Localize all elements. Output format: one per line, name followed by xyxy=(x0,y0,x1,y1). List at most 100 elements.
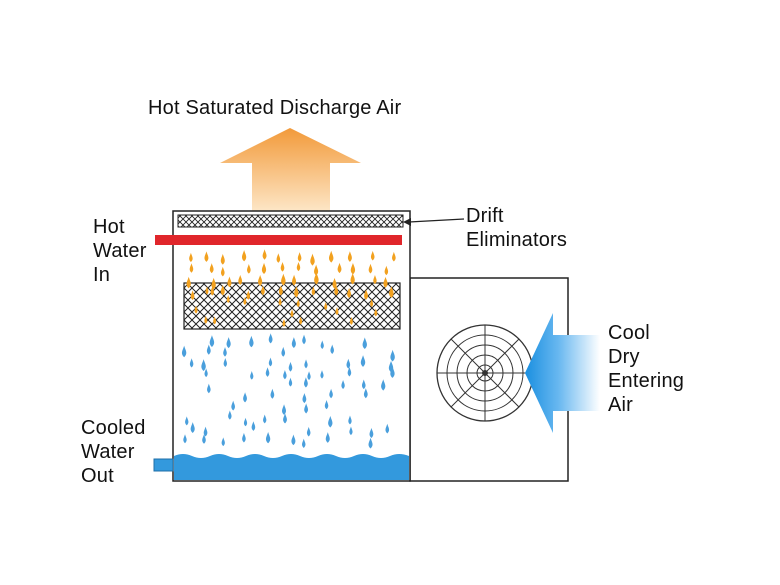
drift-eliminators-label: Drift Eliminators xyxy=(466,204,567,252)
water-droplet xyxy=(228,410,232,420)
water-droplet xyxy=(270,388,275,399)
water-droplet xyxy=(330,344,334,354)
water-droplet xyxy=(302,438,306,449)
drift-eliminator-leader xyxy=(408,218,465,223)
hot-water-in-label-line: In xyxy=(93,264,111,286)
water-droplet xyxy=(242,432,246,443)
water-droplet xyxy=(329,388,333,399)
water-droplet xyxy=(204,315,208,324)
cool-dry-air-label-line: Entering xyxy=(608,370,685,392)
water-droplet xyxy=(335,307,339,316)
water-droplet xyxy=(346,358,351,369)
water-droplet xyxy=(373,275,377,285)
intake-air-arrow xyxy=(525,313,600,433)
leader-arrowhead xyxy=(403,218,411,226)
water-droplet xyxy=(374,308,378,317)
hot-water-pipe xyxy=(155,235,402,245)
water-droplet xyxy=(292,274,297,286)
water-droplet xyxy=(250,370,254,380)
water-droplet xyxy=(282,318,286,327)
cooled-water-out-label: Cooled Water Out xyxy=(81,416,146,488)
water-droplet xyxy=(183,434,187,444)
water-droplet xyxy=(258,274,263,286)
water-droplet xyxy=(361,379,366,390)
water-droplet xyxy=(370,250,375,261)
water-droplet xyxy=(294,286,299,298)
water-droplet xyxy=(227,276,232,288)
water-droplet xyxy=(181,345,187,358)
water-droplet xyxy=(347,366,352,377)
water-droplet xyxy=(334,285,339,296)
water-droplet xyxy=(341,379,345,389)
water-droplet xyxy=(213,316,217,325)
water-droplet xyxy=(349,426,353,436)
water-droplet xyxy=(261,285,265,296)
water-droplet xyxy=(243,296,247,305)
water-droplet xyxy=(220,266,225,277)
water-droplet xyxy=(247,263,251,274)
water-droplet xyxy=(211,277,216,290)
water-droplet xyxy=(220,253,225,265)
water-droplet xyxy=(314,264,319,276)
water-droplet xyxy=(186,276,191,289)
water-droplet xyxy=(189,252,193,263)
water-droplet xyxy=(190,422,195,434)
water-droplet xyxy=(202,434,206,444)
hot-water-in-label-line: Hot xyxy=(93,216,125,238)
water-droplet xyxy=(206,344,211,355)
water-droplet xyxy=(226,294,230,303)
water-droplet xyxy=(320,340,324,350)
water-droplet xyxy=(204,368,208,378)
water-droplet xyxy=(281,346,286,357)
water-droplet xyxy=(307,371,311,381)
water-droplet xyxy=(296,261,301,272)
drift-eliminators-label-line: Eliminators xyxy=(466,229,568,251)
water-droplet xyxy=(194,305,198,314)
water-droplet xyxy=(263,414,267,424)
cooled-water-out-label-line: Water xyxy=(81,441,135,463)
water-droplet xyxy=(392,251,396,262)
water-droplet xyxy=(265,431,271,444)
water-droplet xyxy=(185,416,189,426)
water-droplet xyxy=(385,423,390,434)
water-droplet xyxy=(325,432,330,443)
water-droplet xyxy=(204,251,209,262)
water-droplet xyxy=(390,349,395,362)
water-droplet xyxy=(221,437,225,447)
water-droplet xyxy=(302,334,306,345)
water-droplet xyxy=(350,262,356,275)
water-droplet xyxy=(364,289,369,300)
fan-icon xyxy=(436,324,534,422)
discharge-air-arrow xyxy=(220,128,361,211)
water-droplet xyxy=(332,277,337,289)
water-droplet xyxy=(276,253,281,263)
water-droplet xyxy=(238,274,243,285)
drift-eliminator-layer xyxy=(177,214,404,228)
water-droplet xyxy=(190,290,195,301)
fill-media xyxy=(183,282,401,330)
hot-water-droplets xyxy=(186,249,396,327)
water-droplet xyxy=(201,359,206,372)
water-droplet xyxy=(189,358,194,368)
water-droplet xyxy=(280,261,285,272)
water-droplet xyxy=(302,393,307,404)
water-droplet xyxy=(314,272,319,285)
water-droplet xyxy=(348,415,352,425)
water-droplet xyxy=(261,262,267,275)
water-droplet xyxy=(279,285,283,296)
water-droplet xyxy=(337,262,342,274)
water-droplet xyxy=(205,286,209,295)
water-droplet xyxy=(243,392,247,403)
water-droplet xyxy=(207,383,211,394)
water-droplet xyxy=(265,367,270,377)
water-droplet xyxy=(381,379,386,391)
water-droplet xyxy=(303,377,308,388)
water-droplet xyxy=(390,366,395,378)
cool-dry-air-label-line: Cool xyxy=(608,322,650,344)
drift-eliminators-label-line: Drift xyxy=(466,205,504,227)
water-droplet xyxy=(223,357,228,367)
water-droplet xyxy=(291,434,296,446)
water-droplet xyxy=(310,253,315,266)
water-droplet xyxy=(262,249,267,260)
water-droplet xyxy=(369,427,374,439)
